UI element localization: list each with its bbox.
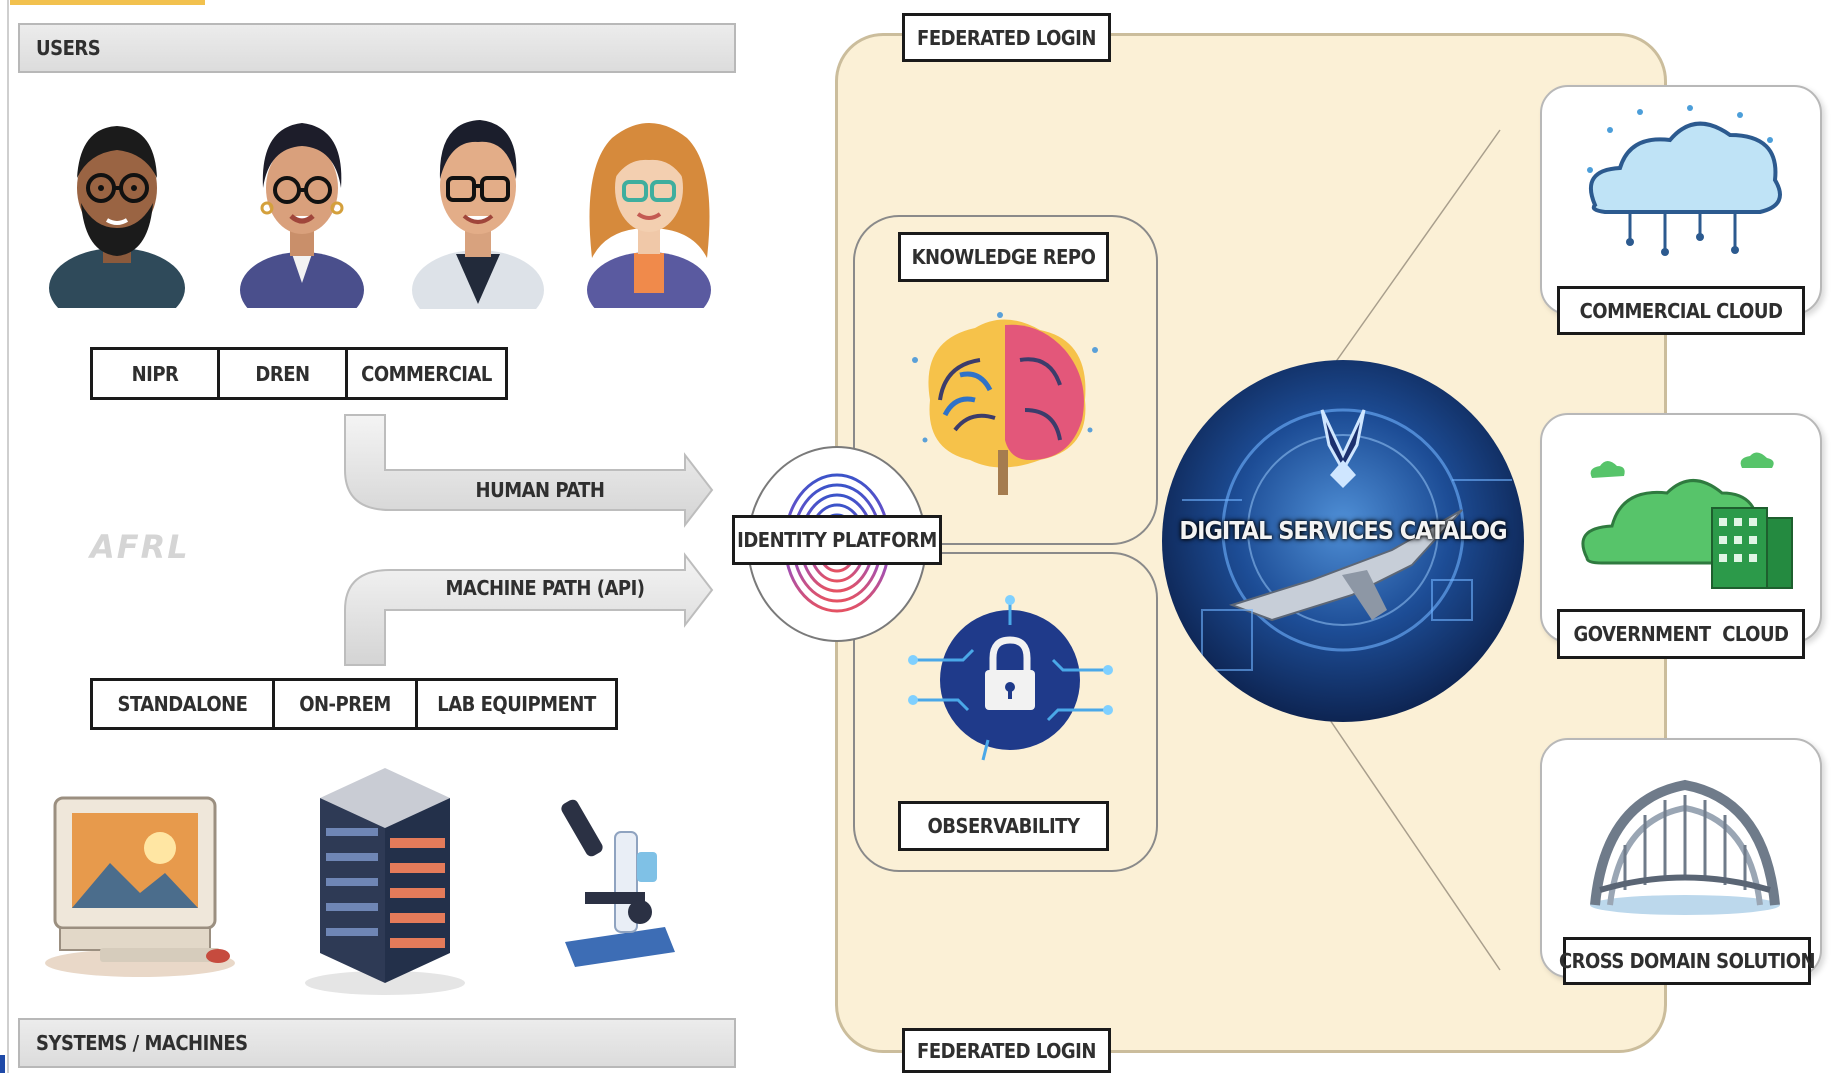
catalog-connectors [1329, 129, 1501, 971]
bridge-icon [1585, 770, 1785, 920]
system-type-list: STANDALONE ON-PREM LAB EQUIPMENT [90, 678, 618, 730]
human-path-arrow [344, 414, 714, 528]
system-lab-equipment: LAB EQUIPMENT [437, 692, 596, 716]
green-cloud-building-icon [1572, 448, 1802, 593]
human-path-label: HUMAN PATH [475, 478, 605, 502]
federated-login-top: FEDERATED LOGIN [902, 13, 1111, 62]
machine-path-label: MACHINE PATH (API) [445, 576, 645, 600]
observability-label: OBSERVABILITY [898, 801, 1109, 851]
jet-emblem-icon [1182, 408, 1512, 671]
identity-platform-label: IDENTITY PLATFORM [732, 515, 942, 565]
server-rack-icon [300, 758, 470, 998]
user-network-list: NIPR DREN COMMERCIAL [90, 347, 508, 400]
federated-login-bottom: FEDERATED LOGIN [902, 1028, 1111, 1073]
path-arrows [344, 414, 714, 666]
observability-subpanel [853, 552, 1158, 872]
digital-services-catalog [1162, 360, 1524, 722]
knowledge-repo-label: KNOWLEDGE REPO [898, 232, 1109, 282]
cross-domain-label: CROSS DOMAIN SOLUTION [1559, 937, 1816, 985]
users-banner: USERS [18, 23, 736, 73]
network-dren: DREN [220, 350, 348, 397]
desktop-computer-icon [40, 788, 240, 978]
avatar-bearded-man [45, 108, 190, 308]
afrl-logo: AFRL [90, 528, 190, 566]
brain-icon [900, 300, 1110, 500]
digital-services-catalog-label: DIGITAL SERVICES CATALOG [1179, 515, 1507, 545]
avatar-woman-dark-hair [235, 108, 370, 308]
system-standalone: STANDALONE [93, 681, 275, 727]
blue-cloud-icon [1570, 100, 1795, 260]
systems-banner: SYSTEMS / MACHINES [18, 1018, 736, 1068]
microscope-icon [545, 792, 685, 972]
network-nipr: NIPR [93, 350, 220, 397]
header-tab-accent [10, 0, 205, 5]
avatar-woman-red-hair [582, 108, 717, 308]
knowledge-subpanel [853, 215, 1158, 545]
avatar-man-glasses [408, 104, 548, 309]
commercial-cloud-label: COMMERCIAL CLOUD [1557, 286, 1805, 335]
machine-path-arrow [344, 552, 714, 666]
padlock-circuit-icon [903, 590, 1118, 770]
system-on-prem: ON-PREM [275, 681, 418, 727]
corner-marker [0, 1055, 5, 1073]
government-cloud-label: GOVERNMENT CLOUD [1557, 609, 1805, 659]
network-commercial: COMMERCIAL [361, 361, 492, 386]
left-edge-rule [7, 0, 9, 1073]
